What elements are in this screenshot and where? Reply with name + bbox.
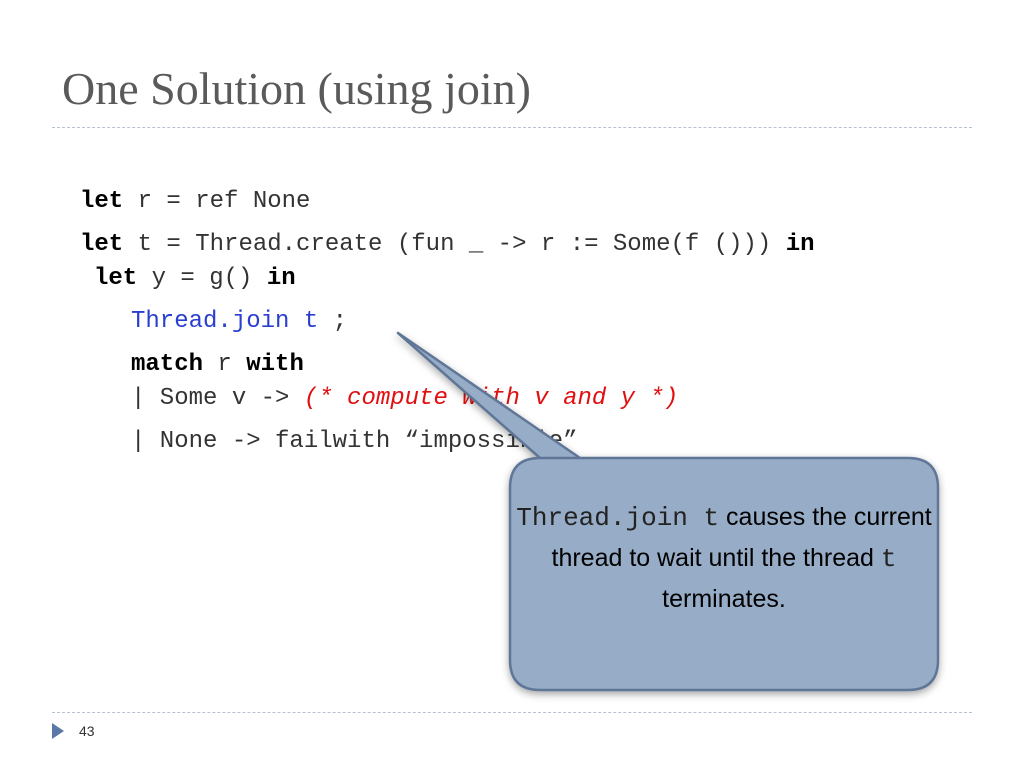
callout-code: t [880,544,897,574]
code-line-2: let t = Thread.create (fun _ -> r := Som… [80,233,815,257]
code-line-4: Thread.join t ; [131,310,347,334]
code-text: ; [318,308,348,335]
code-text: y = g() [137,265,267,292]
page-number: 43 [79,723,95,739]
callout-label: causes the current thread to wait until … [551,503,932,572]
slide-title: One Solution (using join) [62,63,531,114]
callout-label: terminates. [662,585,786,613]
code-keyword: with [246,351,304,378]
code-thread-join: Thread.join t [131,308,319,335]
callout-code: Thread.join t [516,503,720,533]
callout-shape [396,331,940,692]
code-keyword: match [131,351,204,378]
code-line-5: match r with [131,353,304,377]
footer-divider [52,712,972,713]
bullet-triangle-icon [52,723,64,739]
code-keyword: in [266,265,296,292]
title-divider [52,127,972,128]
code-line-7: | None -> failwith “impossible” [131,430,577,454]
code-line-6: | Some v -> (* compute with v and y *) [131,387,678,411]
code-line-1: let r = ref None [80,190,310,214]
code-keyword: in [785,231,815,258]
code-keyword: let [80,231,124,258]
code-text: t = Thread.create (fun _ -> r := Some(f … [123,231,786,258]
code-keyword: let [80,188,124,215]
code-text: r = ref None [123,188,311,215]
code-text: | Some v -> [131,385,304,412]
code-text: | None -> failwith “impossible” [131,428,578,455]
callout-text: Thread.join t causes the current thread … [510,497,938,619]
code-line-3: let y = g() in [94,267,296,291]
code-keyword: let [94,265,138,292]
code-text: r [203,351,247,378]
